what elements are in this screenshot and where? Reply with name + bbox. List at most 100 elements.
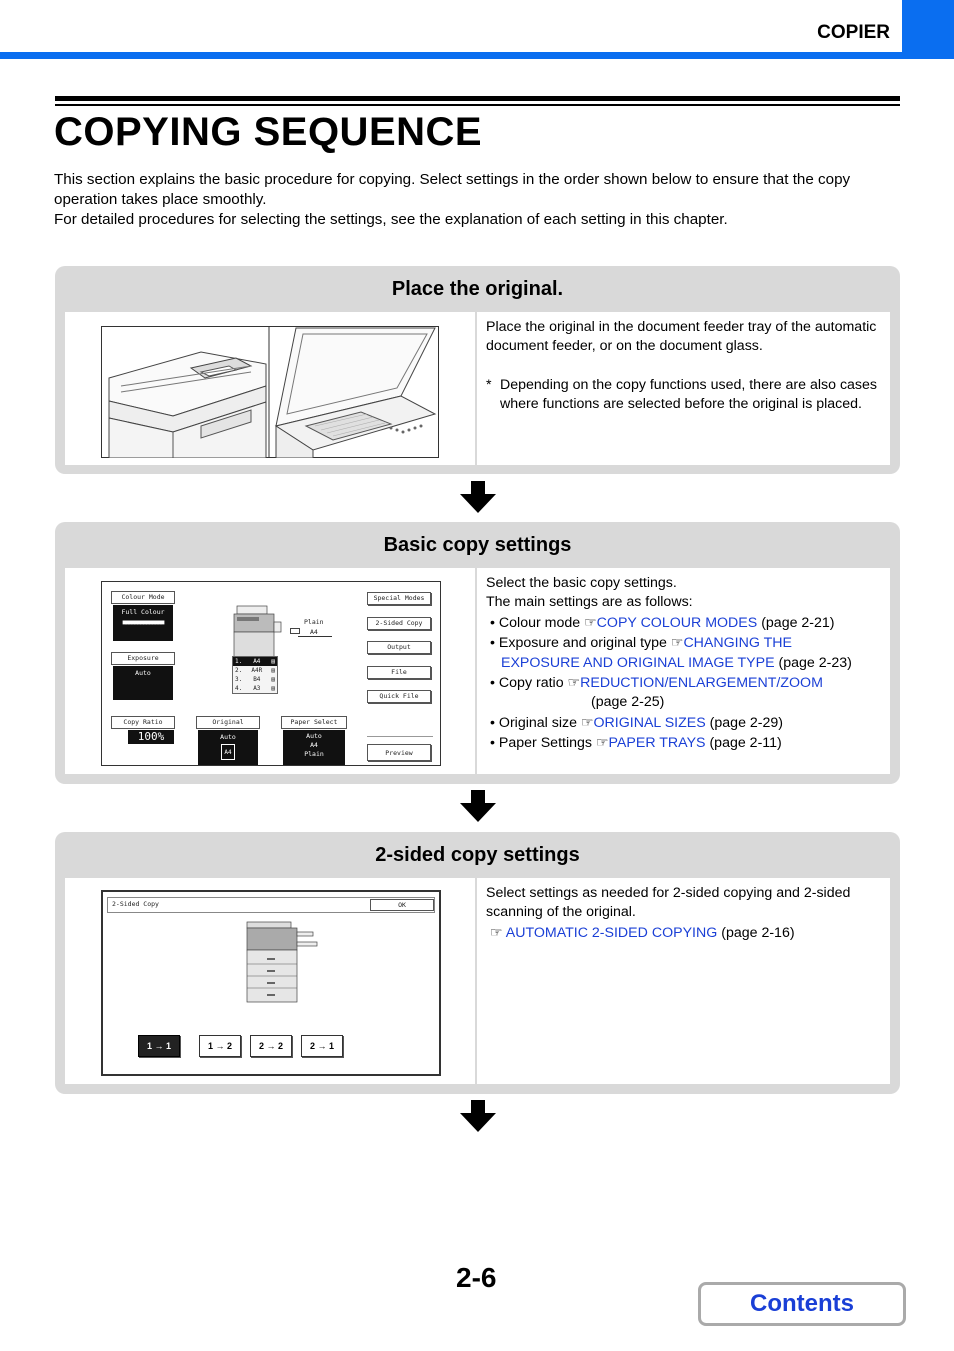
step-text: Select the basic copy settings. The main… — [486, 574, 886, 754]
copy-ratio-value: 100% — [128, 730, 174, 744]
exposure-value: Auto — [135, 669, 151, 677]
item-label: Copy ratio — [498, 675, 564, 692]
quick-file-button[interactable]: Quick File — [367, 690, 431, 703]
item-label: Exposure and original type — [498, 635, 667, 652]
two-sided-copy-button[interactable]: 2-Sided Copy — [367, 617, 431, 630]
list-item-paper-settings: • Paper Settings ☞PAPER TRAYS (page 2-11… — [490, 734, 782, 752]
list-item-copy-ratio-page: (page 2-25) — [591, 694, 665, 711]
item-label: Colour mode — [498, 614, 581, 631]
special-modes-button[interactable]: Special Modes — [367, 592, 431, 605]
item-page: (page 2-21) — [761, 614, 835, 631]
link-changing-exposure-cont[interactable]: EXPOSURE AND ORIGINAL IMAGE TYPE — [501, 654, 775, 671]
paper-stack-icon: ▤ — [271, 676, 275, 683]
preview-button[interactable]: Preview — [367, 744, 431, 761]
colour-mode-value: Full Colour — [121, 608, 165, 616]
down-arrow-icon — [460, 790, 496, 822]
paper-size: A4 — [310, 741, 318, 749]
title-rule — [55, 96, 900, 101]
reference-hand-icon: ☞ — [580, 713, 594, 730]
step-body: Place the original in the document feede… — [65, 312, 890, 465]
reference-hand-icon: ☞ — [567, 674, 581, 691]
tray-row-selected[interactable]: 1. A4 ▤ — [233, 657, 277, 666]
link-reduction-enlargement[interactable]: REDUCTION/ENLARGEMENT/ZOOM — [580, 675, 823, 692]
step-description: Select settings as needed for 2-sided co… — [486, 885, 851, 921]
tray-size: B4 — [253, 676, 261, 683]
exposure-button[interactable]: Exposure — [111, 652, 175, 665]
item-label: Original size — [498, 714, 577, 731]
tray-row[interactable]: 2. A4R ▤ — [233, 666, 277, 675]
step-text: Select settings as needed for 2-sided co… — [486, 884, 886, 943]
tray-num: 2. — [235, 667, 243, 674]
copy-ratio-button[interactable]: Copy Ratio — [111, 716, 175, 729]
link-automatic-2-sided-copying[interactable]: AUTOMATIC 2-SIDED COPYING — [505, 924, 718, 941]
step-text: Place the original in the document feede… — [486, 318, 886, 415]
step-figure: Colour Mode Full Colour ■■■■■■■■■■■■■■ E… — [65, 568, 477, 774]
tray-list: 1. A4 ▤ 2. A4R ▤ 3. B4 ▤ 4 — [232, 656, 278, 694]
tray-num: 3. — [235, 676, 243, 683]
spacer — [486, 357, 886, 376]
item-page: (page 2-29) — [709, 714, 784, 731]
paper-stack-icon: ▤ — [271, 658, 275, 665]
list-item-copy-ratio: • Copy ratio ☞REDUCTION/ENLARGEMENT/ZOOM — [490, 674, 823, 692]
paper-auto: Auto — [306, 732, 322, 740]
mode-1-to-1-button[interactable]: 1 → 1 — [138, 1035, 180, 1057]
item-page: (page 2-23) — [778, 654, 852, 671]
step-body: Colour Mode Full Colour ■■■■■■■■■■■■■■ E… — [65, 568, 890, 774]
tray-row[interactable]: 3. B4 ▤ — [233, 675, 277, 684]
tray-num: 4. — [235, 685, 243, 692]
paper-select-button[interactable]: Paper Select — [281, 716, 347, 729]
note-text: Depending on the copy functions used, th… — [500, 376, 878, 413]
bypass-rule — [298, 636, 332, 637]
intro-paragraph-1: This section explains the basic procedur… — [54, 171, 851, 208]
link-paper-trays[interactable]: PAPER TRAYS — [608, 735, 706, 752]
item-page: (page 2-16) — [721, 924, 795, 941]
step-note: * Depending on the copy functions used, … — [486, 376, 886, 415]
two-sided-copy-screen: 2-Sided Copy OK 1 — [101, 890, 441, 1076]
step-basic-copy-settings: Basic copy settings Colour Mode Full Col… — [55, 522, 900, 784]
tray-size: A3 — [253, 685, 261, 692]
paper-select-panel[interactable]: Auto A4 Plain — [283, 730, 345, 765]
contents-button[interactable]: Contents — [698, 1282, 906, 1326]
step-intro-2: The main settings are as follows: — [486, 594, 693, 611]
screen-title-bar: 2-Sided Copy OK — [107, 897, 435, 913]
file-button[interactable]: File — [367, 666, 431, 679]
colour-mode-panel[interactable]: Full Colour ■■■■■■■■■■■■■■ — [113, 605, 173, 641]
tray-size: A4 — [253, 658, 261, 665]
section-label: COPIER — [817, 22, 890, 43]
colour-bar-icon: ■■■■■■■■■■■■■■ — [122, 618, 165, 626]
mode-1-to-2-button[interactable]: 1 → 2 — [199, 1035, 241, 1057]
copier-illustration — [101, 326, 439, 458]
intro-paragraph-2: For detailed procedures for selecting th… — [54, 211, 728, 228]
step-title: 2-sided copy settings — [375, 844, 580, 866]
reference-hand-icon: ☞ — [490, 923, 503, 940]
ok-button[interactable]: OK — [370, 899, 434, 911]
bypass-paper-size: A4 — [310, 628, 318, 636]
link-original-sizes[interactable]: ORIGINAL SIZES — [593, 714, 706, 731]
screen-title: 2-Sided Copy — [112, 900, 159, 908]
original-panel[interactable]: Auto A4 — [198, 730, 258, 765]
list-item-exposure-cont: EXPOSURE AND ORIGINAL IMAGE TYPE (page 2… — [486, 654, 886, 673]
paper-stack-icon: ▤ — [271, 685, 275, 692]
original-button[interactable]: Original — [196, 716, 260, 729]
page-title: COPYING SEQUENCE — [54, 110, 483, 154]
mode-2-to-1-button[interactable]: 2 → 1 — [301, 1035, 343, 1057]
header-tab — [902, 0, 954, 59]
note-marker: * — [486, 376, 492, 393]
step-place-original: Place the original. — [55, 266, 900, 474]
original-value: Auto — [220, 733, 236, 741]
step-body: 2-Sided Copy OK 1 — [65, 878, 890, 1084]
bypass-tray-icon — [290, 628, 300, 634]
page-number: 2-6 — [456, 1262, 497, 1293]
step-title: Place the original. — [391, 278, 564, 300]
output-button[interactable]: Output — [367, 641, 431, 654]
link-copy-colour-modes[interactable]: COPY COLOUR MODES — [596, 614, 758, 631]
exposure-panel[interactable]: Auto — [113, 666, 173, 700]
mode-2-to-2-button[interactable]: 2 → 2 — [250, 1035, 292, 1057]
link-changing-exposure[interactable]: CHANGING THE — [683, 635, 792, 652]
step-two-sided-copy-settings: 2-sided copy settings 2-Sided Copy OK — [55, 832, 900, 1094]
down-arrow-icon — [460, 1100, 496, 1132]
step-title: Basic copy settings — [383, 534, 572, 556]
colour-mode-button[interactable]: Colour Mode — [111, 591, 175, 604]
item-page: (page 2-11) — [709, 735, 782, 752]
tray-row[interactable]: 4. A3 ▤ — [233, 684, 277, 693]
